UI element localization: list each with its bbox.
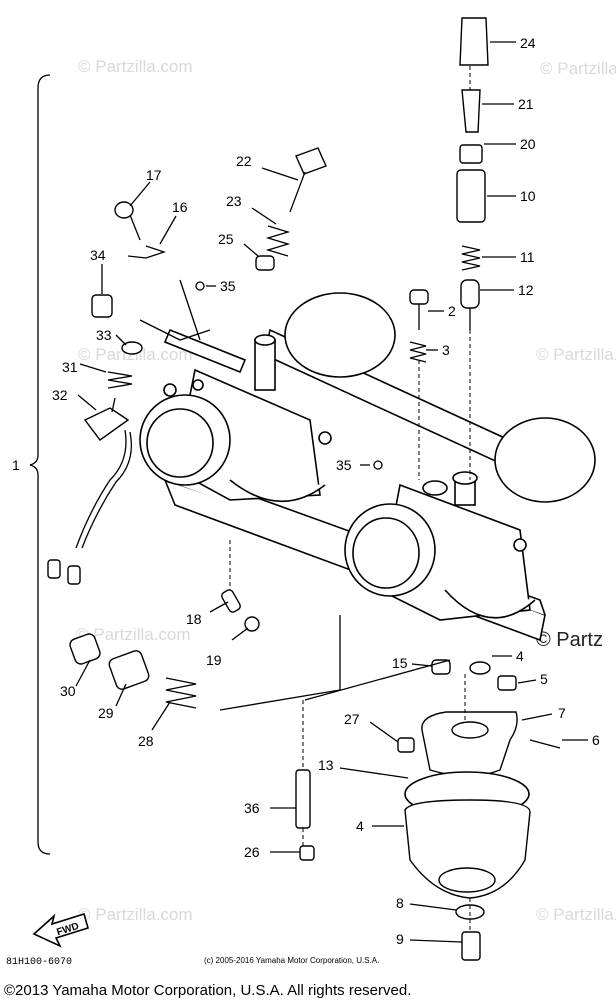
callout-32: 32 xyxy=(52,387,68,403)
callout-4-washer: 4 xyxy=(516,648,524,664)
callout-4-bowl: 4 xyxy=(356,818,364,834)
callout-17: 17 xyxy=(146,167,162,183)
callout-25: 25 xyxy=(218,231,234,247)
callout-27: 27 xyxy=(344,711,360,727)
callout-13: 13 xyxy=(318,757,334,773)
watermark: © Partzilla.com xyxy=(536,905,616,924)
copyright-footer: ©2013 Yamaha Motor Corporation, U.S.A. A… xyxy=(4,982,412,999)
fwd-arrow: FWD xyxy=(32,912,89,948)
part-24-cap xyxy=(459,17,489,66)
leader-lines xyxy=(75,41,588,943)
callout-1: 1 xyxy=(12,457,20,473)
callout-3: 3 xyxy=(442,342,450,358)
callout-20: 20 xyxy=(520,136,536,152)
callout-9: 9 xyxy=(396,931,404,947)
callout-29: 29 xyxy=(98,705,114,721)
callout-8: 8 xyxy=(396,895,404,911)
watermark: © Partzilla.com xyxy=(78,57,193,76)
callout-2: 2 xyxy=(448,303,456,319)
part-code: 81H100-6070 xyxy=(6,957,72,968)
callout-7: 7 xyxy=(558,705,566,721)
callout-6: 6 xyxy=(592,732,600,748)
callout-12: 12 xyxy=(518,282,534,298)
part-11-spring xyxy=(461,245,481,271)
callout-36: 36 xyxy=(244,800,260,816)
watermark: © Partzilla.com xyxy=(78,905,193,924)
callout-19: 19 xyxy=(206,652,222,668)
callout-30: 30 xyxy=(60,683,76,699)
callout-33: 33 xyxy=(96,327,112,343)
part-12-needle xyxy=(460,279,480,309)
callout-22: 22 xyxy=(236,153,252,169)
callout-11: 11 xyxy=(520,249,535,265)
callout-21: 21 xyxy=(518,96,534,112)
callout-5: 5 xyxy=(540,671,548,687)
svg-text:35: 35 xyxy=(220,278,236,294)
callout-16: 16 xyxy=(172,199,188,215)
callout-35-top: 35 xyxy=(195,278,236,294)
callout-26: 26 xyxy=(244,844,260,860)
callout-28: 28 xyxy=(138,733,154,749)
part-20-nut xyxy=(459,144,483,164)
part-21-fitting xyxy=(461,89,481,133)
callout-labels: 24 21 20 10 11 12 2 3 22 23 25 17 16 34 … xyxy=(52,35,600,947)
watermark-partial: © Partz xyxy=(536,629,603,651)
assembly-bracket: 1 xyxy=(12,74,51,855)
watermark-layer: © Partzilla.com © Partzilla.com © Partzi… xyxy=(76,57,616,924)
copyright-small: (c) 2005-2016 Yamaha Motor Corporation, … xyxy=(204,956,379,965)
callout-34: 34 xyxy=(90,247,106,263)
callout-10: 10 xyxy=(520,188,536,204)
callout-23: 23 xyxy=(226,193,242,209)
watermark: © Partzilla.com xyxy=(540,59,616,78)
watermark: © Partzilla.com xyxy=(78,345,193,364)
watermark: © Partzilla.com xyxy=(536,345,616,364)
callout-35-mid: 35 xyxy=(336,457,383,473)
part-10-body xyxy=(456,169,486,223)
callout-31: 31 xyxy=(62,359,78,375)
svg-text:35: 35 xyxy=(336,457,352,473)
carburetor-body xyxy=(139,292,596,642)
callout-18: 18 xyxy=(186,611,202,627)
callout-24: 24 xyxy=(520,35,536,51)
watermark: © Partzilla.com xyxy=(76,625,191,644)
callout-15: 15 xyxy=(392,655,408,671)
